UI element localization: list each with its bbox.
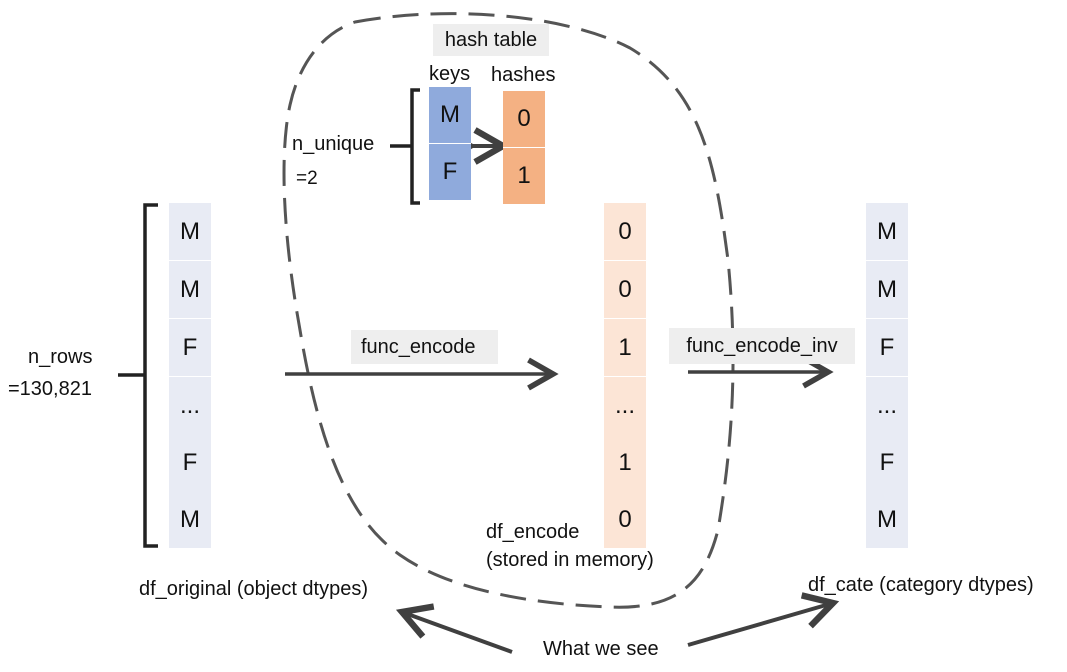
cate-cell: M (866, 491, 908, 548)
encode-cell: 1 (604, 319, 646, 376)
what-we-see-label: What we see (543, 638, 659, 660)
cate-cell: M (866, 203, 908, 260)
encode-cell: 0 (604, 203, 646, 260)
see-arrow-right (687, 592, 840, 647)
original-cell: F (169, 319, 211, 376)
hash-key-m: M (429, 87, 471, 144)
original-cell: ... (169, 377, 211, 434)
n-unique-value: =2 (296, 168, 318, 189)
hash-value-1: 1 (503, 148, 545, 204)
hash-key-f: F (429, 144, 471, 200)
hash-table-title: hash table (433, 24, 549, 56)
encode-cell: ... (604, 377, 646, 434)
encode-cell: 1 (604, 434, 646, 491)
encode-cell: 0 (604, 261, 646, 318)
cate-cell: F (866, 319, 908, 376)
hash-value-0: 0 (503, 91, 545, 148)
original-cell: M (169, 491, 211, 548)
func-encode-inv-label: func_encode_inv (669, 328, 855, 364)
n-unique-label: n_unique (292, 133, 375, 155)
n-rows-label: n_rows (28, 346, 93, 368)
df-encode-caption-line2: (stored in memory) (486, 549, 654, 571)
n-unique-brace (390, 88, 420, 205)
hashes-label: hashes (491, 64, 556, 86)
cate-cell: ... (866, 377, 908, 434)
dashed-boundary (282, 12, 735, 609)
cate-cell: F (866, 434, 908, 491)
original-cell: M (169, 261, 211, 318)
n-rows-brace (118, 203, 158, 548)
see-arrow-left (395, 603, 513, 654)
original-cell: F (169, 434, 211, 491)
df-original-caption: df_original (object dtypes) (139, 578, 369, 600)
original-cell: M (169, 203, 211, 260)
df-encode-caption-line1: df_encode (486, 521, 580, 543)
n-rows-value: =130,821 (8, 378, 92, 400)
func-encode-label: func_encode (351, 330, 498, 364)
encode-cell: 0 (604, 491, 646, 548)
keys-label: keys (429, 63, 471, 85)
df-cate-caption: df_cate (category dtypes) (808, 574, 1034, 596)
cate-cell: M (866, 261, 908, 318)
